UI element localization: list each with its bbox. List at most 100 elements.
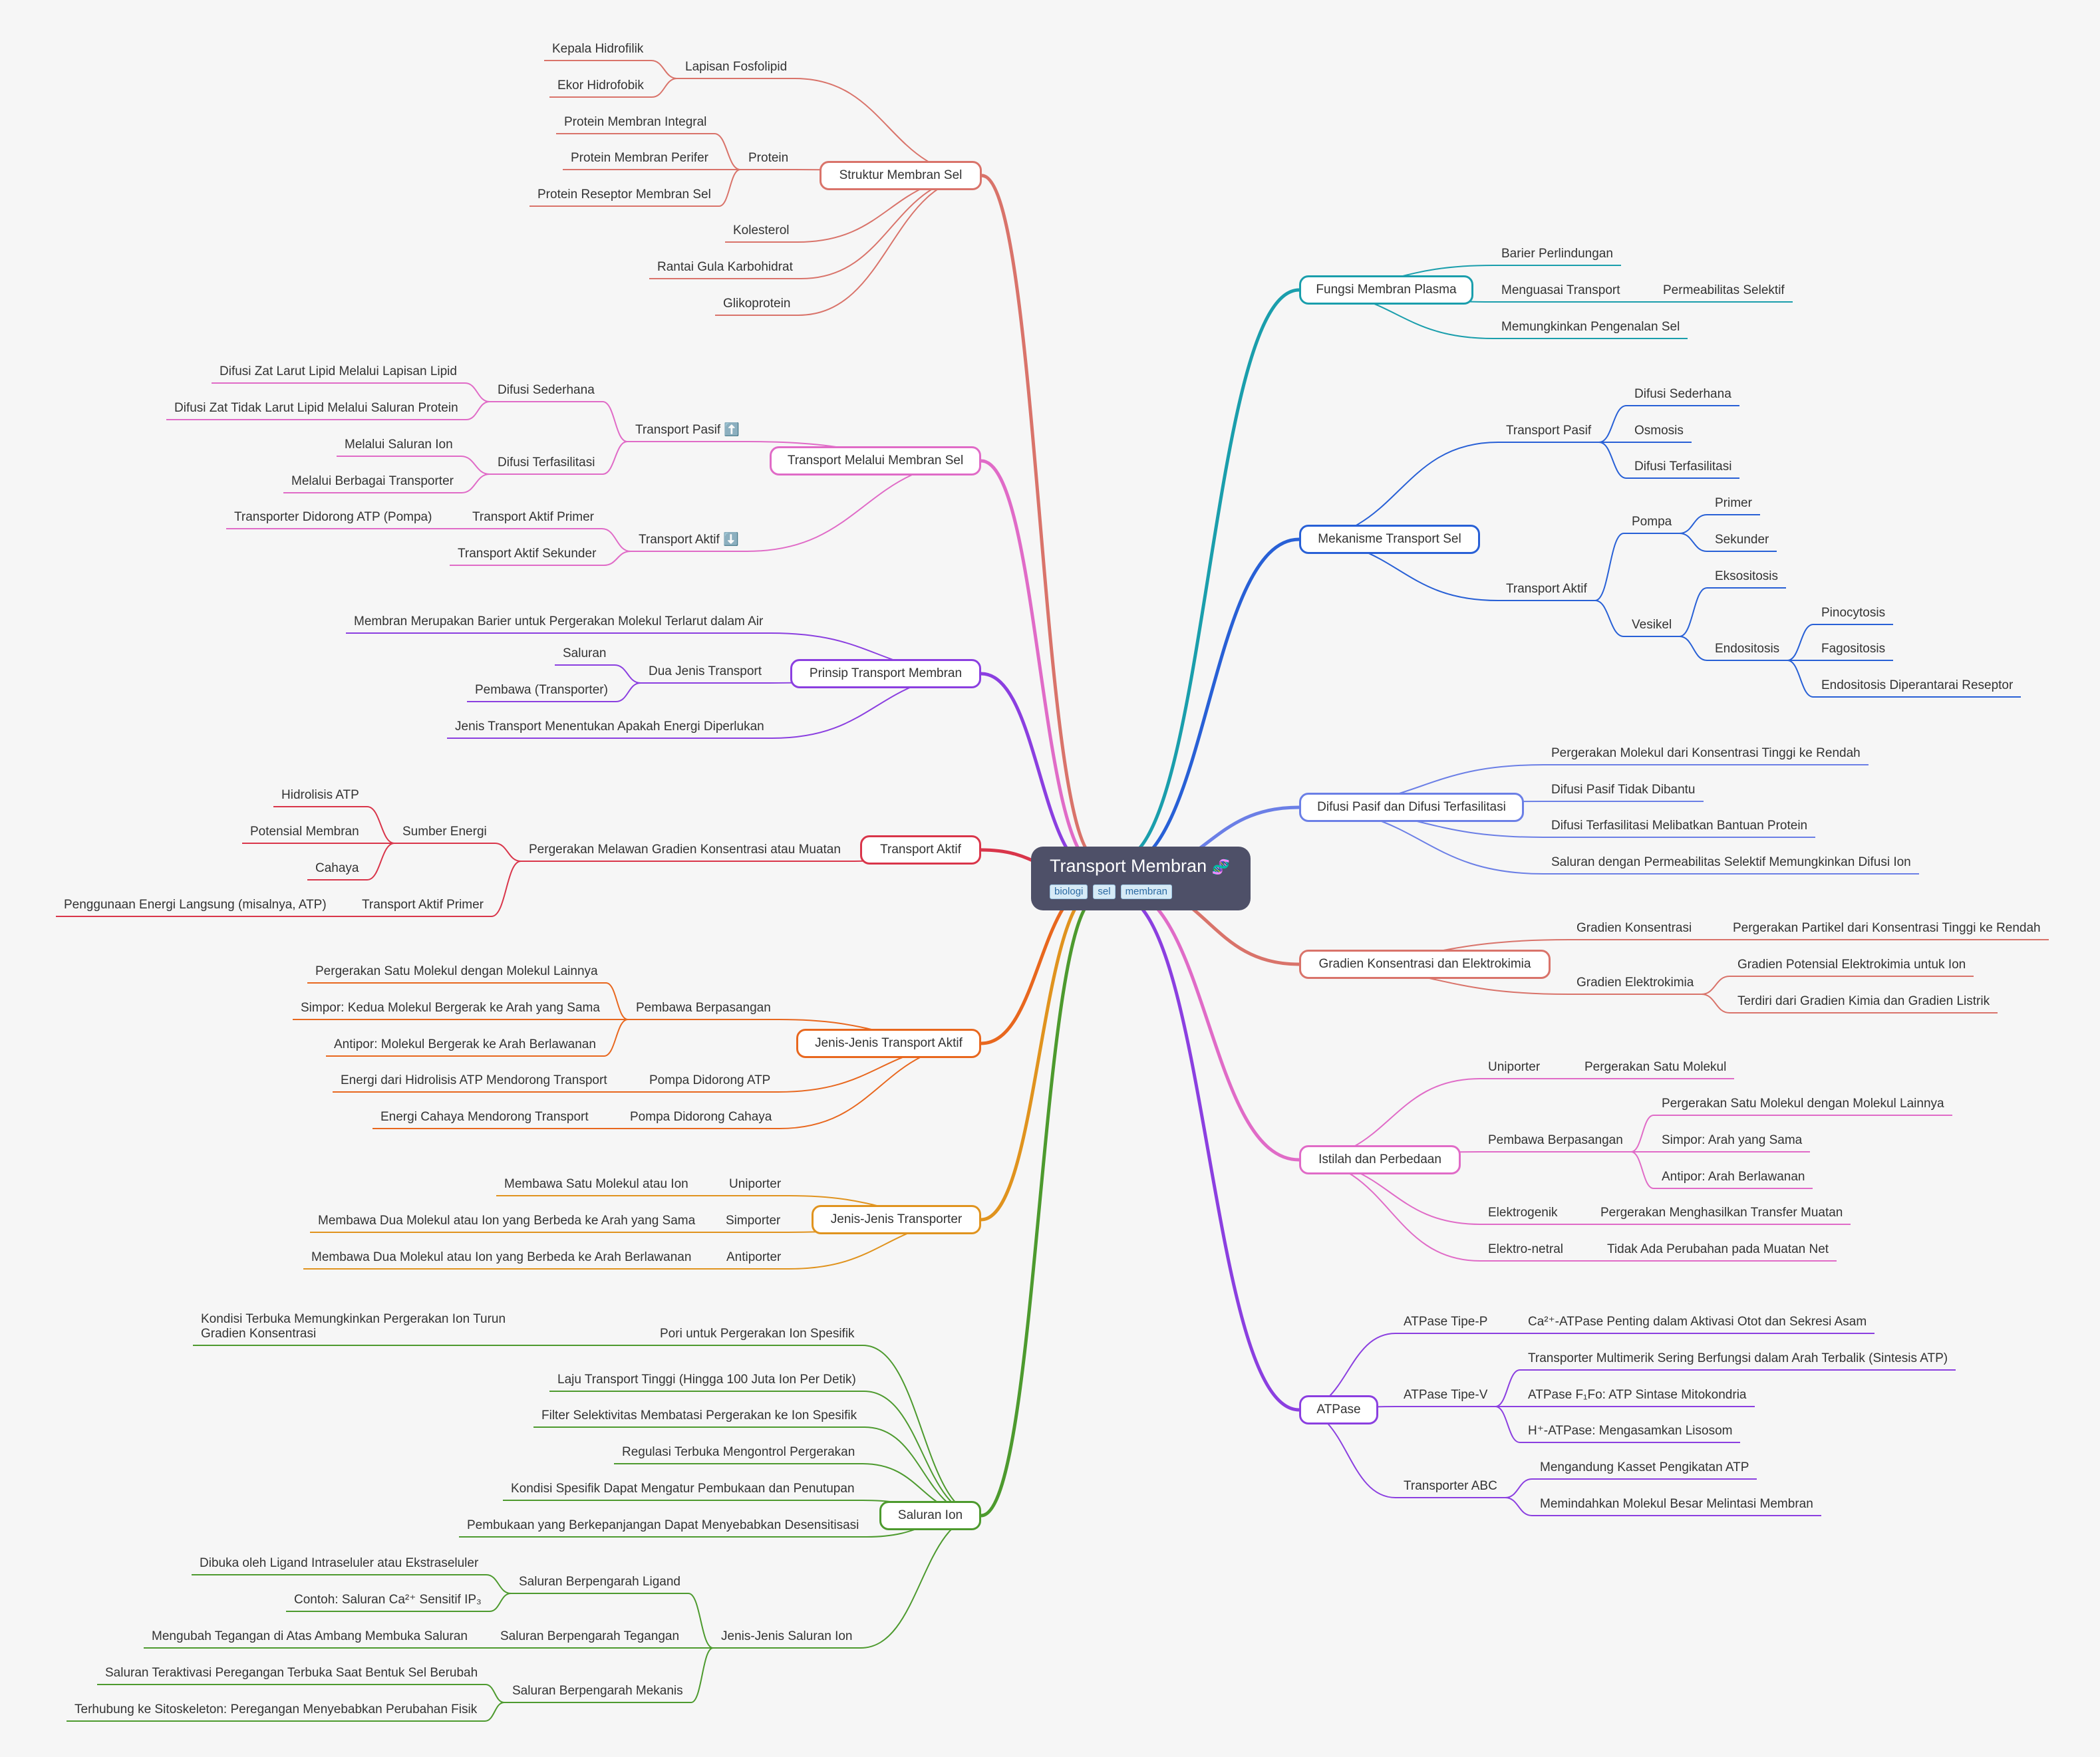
b5-node-a2[interactable]: Simpor: Kedua Molekul Bergerak ke Arah y…: [301, 1001, 600, 1015]
r6-node-a1[interactable]: Ca²⁺-ATPase Penting dalam Aktivasi Otot …: [1528, 1315, 1867, 1329]
branch-node-r1[interactable]: Fungsi Membran Plasma: [1299, 275, 1473, 305]
b7-node-f[interactable]: Pembukaan yang Berkepanjangan Dapat Meny…: [467, 1518, 859, 1532]
r3-node-a[interactable]: Pergerakan Molekul dari Konsentrasi Ting…: [1551, 746, 1861, 760]
b1-node-a1[interactable]: Kepala Hidrofilik: [552, 42, 644, 56]
r5-node-c1[interactable]: Pergerakan Menghasilkan Transfer Muatan: [1600, 1206, 1843, 1220]
r3-node-d[interactable]: Saluran dengan Permeabilitas Selektif Me…: [1551, 855, 1911, 869]
branch-node-b4[interactable]: Transport Aktif: [860, 835, 981, 865]
b7-node-g12[interactable]: Contoh: Saluran Ca²⁺ Sensitif IP₃: [294, 1593, 482, 1607]
b1-node-c[interactable]: Kolesterol: [733, 223, 790, 237]
r5-node-d1[interactable]: Tidak Ada Perubahan pada Muatan Net: [1607, 1242, 1829, 1256]
r1-node-b1[interactable]: Permeabilitas Selektif: [1663, 283, 1785, 297]
r1-node-c[interactable]: Memungkinkan Pengenalan Sel: [1501, 320, 1680, 334]
b2-node-b[interactable]: Transport Aktif ⬇️: [639, 533, 739, 547]
tag-biologi[interactable]: biologi: [1050, 884, 1088, 899]
b3-node-b2[interactable]: Pembawa (Transporter): [475, 683, 608, 697]
r3-node-b[interactable]: Difusi Pasif Tidak Dibantu: [1551, 783, 1696, 797]
r6-node-b2[interactable]: ATPase F₁Fo: ATP Sintase Mitokondria: [1528, 1388, 1747, 1402]
b2-node-a12[interactable]: Difusi Zat Tidak Larut Lipid Melalui Sal…: [174, 401, 458, 415]
branch-node-r6[interactable]: ATPase: [1299, 1395, 1378, 1424]
b4-node-a[interactable]: Pergerakan Melawan Gradien Konsentrasi a…: [529, 843, 841, 857]
b4-node-a2[interactable]: Transport Aktif Primer: [362, 898, 484, 912]
r6-node-b[interactable]: ATPase Tipe-V: [1404, 1388, 1488, 1402]
r1-node-b[interactable]: Menguasai Transport: [1501, 283, 1620, 297]
r4-node-b1[interactable]: Gradien Potensial Elektrokimia untuk Ion: [1737, 958, 1966, 972]
b5-node-a3[interactable]: Antipor: Molekul Bergerak ke Arah Berlaw…: [334, 1037, 596, 1051]
b3-node-b[interactable]: Dua Jenis Transport: [649, 664, 762, 678]
b7-node-g31[interactable]: Saluran Teraktivasi Peregangan Terbuka S…: [105, 1666, 478, 1680]
b2-node-a[interactable]: Transport Pasif ⬆️: [635, 423, 740, 437]
b7-node-g32[interactable]: Terhubung ke Sitoskeleton: Peregangan Me…: [75, 1702, 478, 1716]
b2-node-a21[interactable]: Melalui Saluran Ion: [345, 438, 453, 452]
b7-node-e[interactable]: Kondisi Spesifik Dapat Mengatur Pembukaa…: [511, 1482, 855, 1496]
b6-node-c1[interactable]: Membawa Dua Molekul atau Ion yang Berbed…: [311, 1250, 692, 1264]
b7-node-g1[interactable]: Saluran Berpengarah Ligand: [519, 1575, 680, 1589]
b1-node-b3[interactable]: Protein Reseptor Membran Sel: [537, 188, 711, 202]
r5-node-a1[interactable]: Pergerakan Satu Molekul: [1584, 1060, 1727, 1074]
r5-node-d[interactable]: Elektro-netral: [1488, 1242, 1563, 1256]
b1-node-b1[interactable]: Protein Membran Integral: [564, 115, 707, 129]
branch-node-r3[interactable]: Difusi Pasif dan Difusi Terfasilitasi: [1299, 793, 1524, 822]
b2-node-b11[interactable]: Transporter Didorong ATP (Pompa): [234, 510, 432, 524]
branch-node-b7[interactable]: Saluran Ion: [879, 1501, 981, 1530]
r4-node-b2[interactable]: Terdiri dari Gradien Kimia dan Gradien L…: [1737, 994, 1990, 1008]
r4-node-b[interactable]: Gradien Elektrokimia: [1576, 976, 1694, 990]
r5-node-b2[interactable]: Simpor: Arah yang Sama: [1662, 1133, 1803, 1147]
b7-node-d[interactable]: Regulasi Terbuka Mengontrol Pergerakan: [622, 1445, 855, 1459]
b7-node-g11[interactable]: Dibuka oleh Ligand Intraseluler atau Eks…: [200, 1556, 479, 1570]
b1-node-d[interactable]: Rantai Gula Karbohidrat: [657, 260, 793, 274]
r3-node-c[interactable]: Difusi Terfasilitasi Melibatkan Bantuan …: [1551, 819, 1808, 833]
r2-node-a1[interactable]: Difusi Sederhana: [1634, 387, 1731, 401]
b7-node-a1[interactable]: Kondisi Terbuka Memungkinkan Pergerakan …: [201, 1312, 506, 1341]
r5-node-b1[interactable]: Pergerakan Satu Molekul dengan Molekul L…: [1662, 1097, 1944, 1111]
b7-node-g2[interactable]: Saluran Berpengarah Tegangan: [500, 1629, 680, 1643]
b7-node-b[interactable]: Laju Transport Tinggi (Hingga 100 Juta I…: [557, 1373, 856, 1387]
root-node[interactable]: Transport Membran 🧬 biologi sel membran: [1031, 847, 1251, 910]
b5-node-b[interactable]: Pompa Didorong ATP: [649, 1073, 771, 1087]
r2-node-b22[interactable]: Endositosis: [1715, 642, 1780, 656]
r6-node-b3[interactable]: H⁺-ATPase: Mengasamkan Lisosom: [1528, 1424, 1733, 1438]
r1-node-a[interactable]: Barier Perlindungan: [1501, 247, 1613, 261]
b4-node-a1[interactable]: Sumber Energi: [402, 825, 487, 839]
branch-node-b5[interactable]: Jenis-Jenis Transport Aktif: [796, 1029, 981, 1058]
b7-node-a[interactable]: Pori untuk Pergerakan Ion Spesifik: [660, 1327, 855, 1341]
r6-node-c[interactable]: Transporter ABC: [1404, 1479, 1497, 1493]
r5-node-c[interactable]: Elektrogenik: [1488, 1206, 1558, 1220]
b6-node-a[interactable]: Uniporter: [729, 1177, 782, 1191]
b5-node-a1[interactable]: Pergerakan Satu Molekul dengan Molekul L…: [315, 964, 598, 978]
b6-node-b1[interactable]: Membawa Dua Molekul atau Ion yang Berbed…: [318, 1214, 696, 1228]
b4-node-a21[interactable]: Penggunaan Energi Langsung (misalnya, AT…: [64, 898, 327, 912]
r2-node-b12[interactable]: Sekunder: [1715, 533, 1769, 547]
b1-node-a2[interactable]: Ekor Hidrofobik: [557, 78, 644, 92]
r2-node-a2[interactable]: Osmosis: [1634, 424, 1684, 438]
b4-node-a12[interactable]: Potensial Membran: [250, 825, 359, 839]
b6-node-b[interactable]: Simporter: [726, 1214, 781, 1228]
b2-node-b2[interactable]: Transport Aktif Sekunder: [458, 547, 597, 561]
tag-membran[interactable]: membran: [1120, 884, 1172, 899]
branch-node-r2[interactable]: Mekanisme Transport Sel: [1299, 525, 1480, 554]
b1-node-b[interactable]: Protein: [748, 151, 789, 165]
b6-node-c[interactable]: Antiporter: [726, 1250, 782, 1264]
r4-node-a[interactable]: Gradien Konsentrasi: [1576, 921, 1692, 935]
r5-node-a[interactable]: Uniporter: [1488, 1060, 1541, 1074]
branch-node-b6[interactable]: Jenis-Jenis Transporter: [812, 1205, 981, 1234]
b3-node-a[interactable]: Membran Merupakan Barier untuk Pergeraka…: [354, 614, 764, 628]
b7-node-g3[interactable]: Saluran Berpengarah Mekanis: [512, 1684, 683, 1698]
b5-node-a[interactable]: Pembawa Berpasangan: [636, 1001, 771, 1015]
b7-node-c[interactable]: Filter Selektivitas Membatasi Pergerakan…: [541, 1409, 857, 1422]
r2-node-a[interactable]: Transport Pasif: [1506, 424, 1592, 438]
r6-node-a[interactable]: ATPase Tipe-P: [1404, 1315, 1488, 1329]
r4-node-a1[interactable]: Pergerakan Partikel dari Konsentrasi Tin…: [1733, 921, 2041, 935]
branch-node-b1[interactable]: Struktur Membran Sel: [820, 161, 982, 190]
b3-node-b1[interactable]: Saluran: [563, 646, 607, 660]
branch-node-b2[interactable]: Transport Melalui Membran Sel: [770, 446, 981, 475]
r2-node-b1[interactable]: Pompa: [1632, 515, 1672, 529]
b5-node-b1[interactable]: Energi dari Hidrolisis ATP Mendorong Tra…: [341, 1073, 607, 1087]
tag-sel[interactable]: sel: [1093, 884, 1116, 899]
r2-node-a3[interactable]: Difusi Terfasilitasi: [1634, 460, 1732, 473]
r6-node-b1[interactable]: Transporter Multimerik Sering Berfungsi …: [1528, 1351, 1948, 1365]
r2-node-b[interactable]: Transport Aktif: [1506, 582, 1587, 596]
b1-node-b2[interactable]: Protein Membran Perifer: [571, 151, 708, 165]
b7-node-g[interactable]: Jenis-Jenis Saluran Ion: [721, 1629, 853, 1643]
b5-node-c[interactable]: Pompa Didorong Cahaya: [630, 1110, 772, 1124]
